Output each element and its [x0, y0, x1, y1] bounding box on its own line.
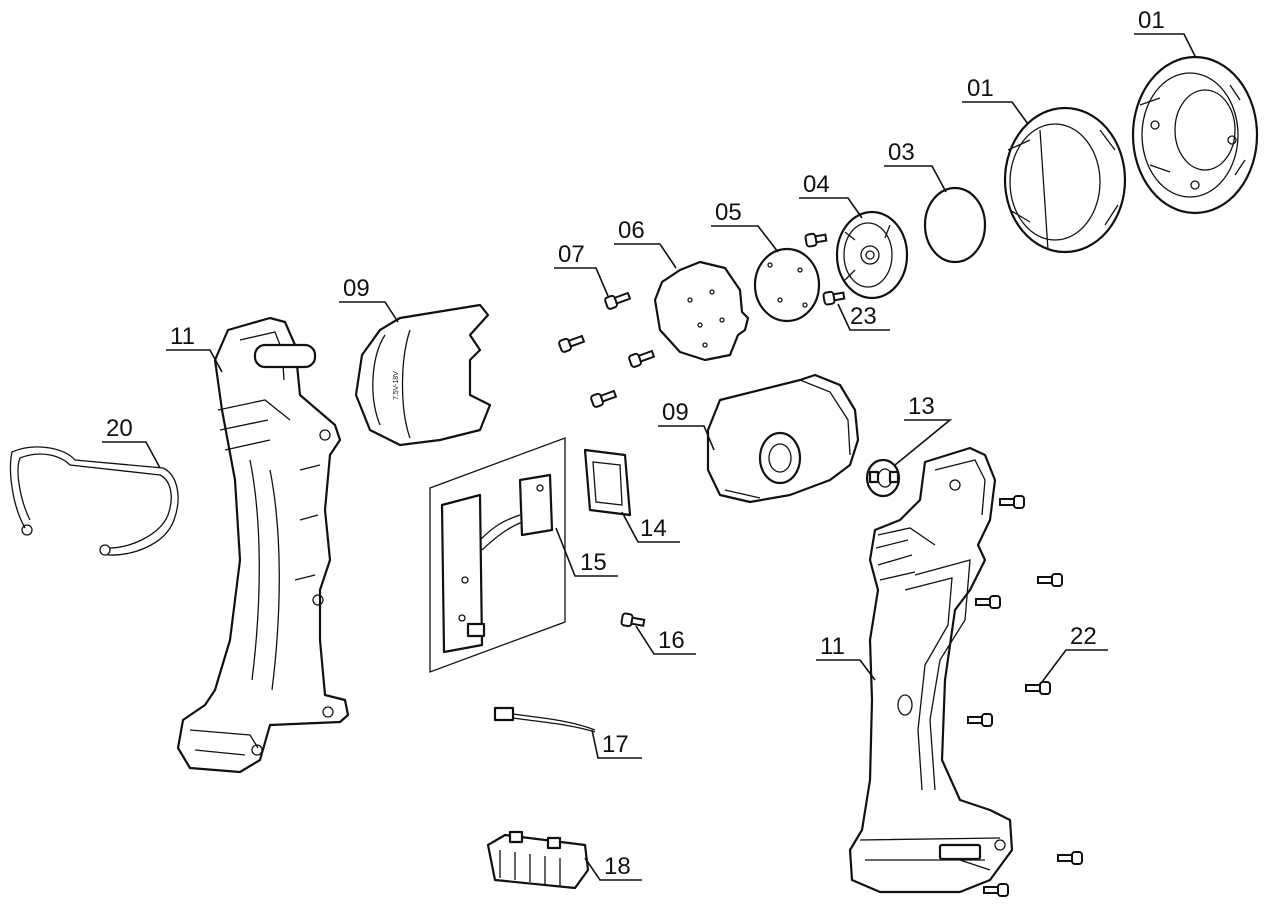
part-20-belt-clip: [9, 446, 179, 556]
callout-20: 20: [106, 415, 133, 442]
callout-17: 17: [602, 731, 629, 758]
callout-15: 15: [580, 549, 607, 576]
screw-icon: [967, 713, 993, 727]
callout-07: 07: [558, 241, 585, 268]
part-18-terminal-block: [486, 830, 590, 890]
screw-icon: [558, 334, 586, 353]
callout-09-top: 09: [343, 275, 370, 302]
callout-04: 04: [803, 171, 830, 198]
part-15-pcb-panel: [429, 437, 566, 673]
screw-icon: [1037, 573, 1063, 587]
part-17-wire-connector: [493, 706, 596, 733]
callout-03: 03: [888, 139, 915, 166]
part-14-switch-frame: [583, 448, 632, 517]
part-01-inner-ring: [1003, 106, 1127, 254]
part-11-right-handle: [848, 446, 1014, 894]
screw-icon: [804, 232, 828, 248]
screw-icon: [590, 389, 618, 408]
part-23-screws: [804, 232, 846, 306]
callout-22: 22: [1070, 623, 1097, 650]
part-11-left-handle: [176, 316, 350, 774]
callout-06: 06: [618, 217, 645, 244]
part-03-lens: [923, 186, 987, 264]
callout-01-inner: 01: [967, 75, 994, 102]
callouts: 01 01 03 04 05 06 07 23 09 09 11 11: [102, 7, 1197, 881]
part-07-screws: [558, 291, 656, 408]
part-16-screw: [620, 612, 646, 628]
callout-14: 14: [640, 515, 667, 542]
screw-icon: [1057, 851, 1083, 865]
part-22-screws: [967, 495, 1083, 897]
part-04-reflector: [835, 210, 909, 300]
callout-13: 13: [908, 393, 935, 420]
screw-icon: [604, 291, 632, 310]
part-09-top-cover: 7.5V-18V: [354, 303, 492, 447]
callout-05: 05: [715, 199, 742, 226]
screw-icon: [999, 495, 1025, 509]
screw-icon: [975, 595, 1001, 609]
callout-11-left: 11: [170, 323, 195, 350]
part-05-disc: [753, 247, 821, 323]
part-01-outer-bezel: [1131, 55, 1259, 215]
callout-18: 18: [604, 853, 631, 880]
callout-09-motor: 09: [662, 399, 689, 426]
screw-icon: [628, 349, 656, 368]
screw-icon: [983, 883, 1009, 897]
screw-icon: [1025, 681, 1051, 695]
part-06-plate: [653, 260, 750, 362]
callout-23: 23: [850, 303, 877, 330]
screw-icon: [822, 290, 846, 306]
housing-text: 7.5V-18V: [393, 371, 400, 400]
part-13-collar: [865, 458, 901, 498]
part-09-motor-housing: [706, 373, 860, 504]
callout-16: 16: [658, 627, 685, 654]
callout-11-right: 11: [820, 633, 845, 660]
callout-01-outer: 01: [1138, 7, 1165, 34]
